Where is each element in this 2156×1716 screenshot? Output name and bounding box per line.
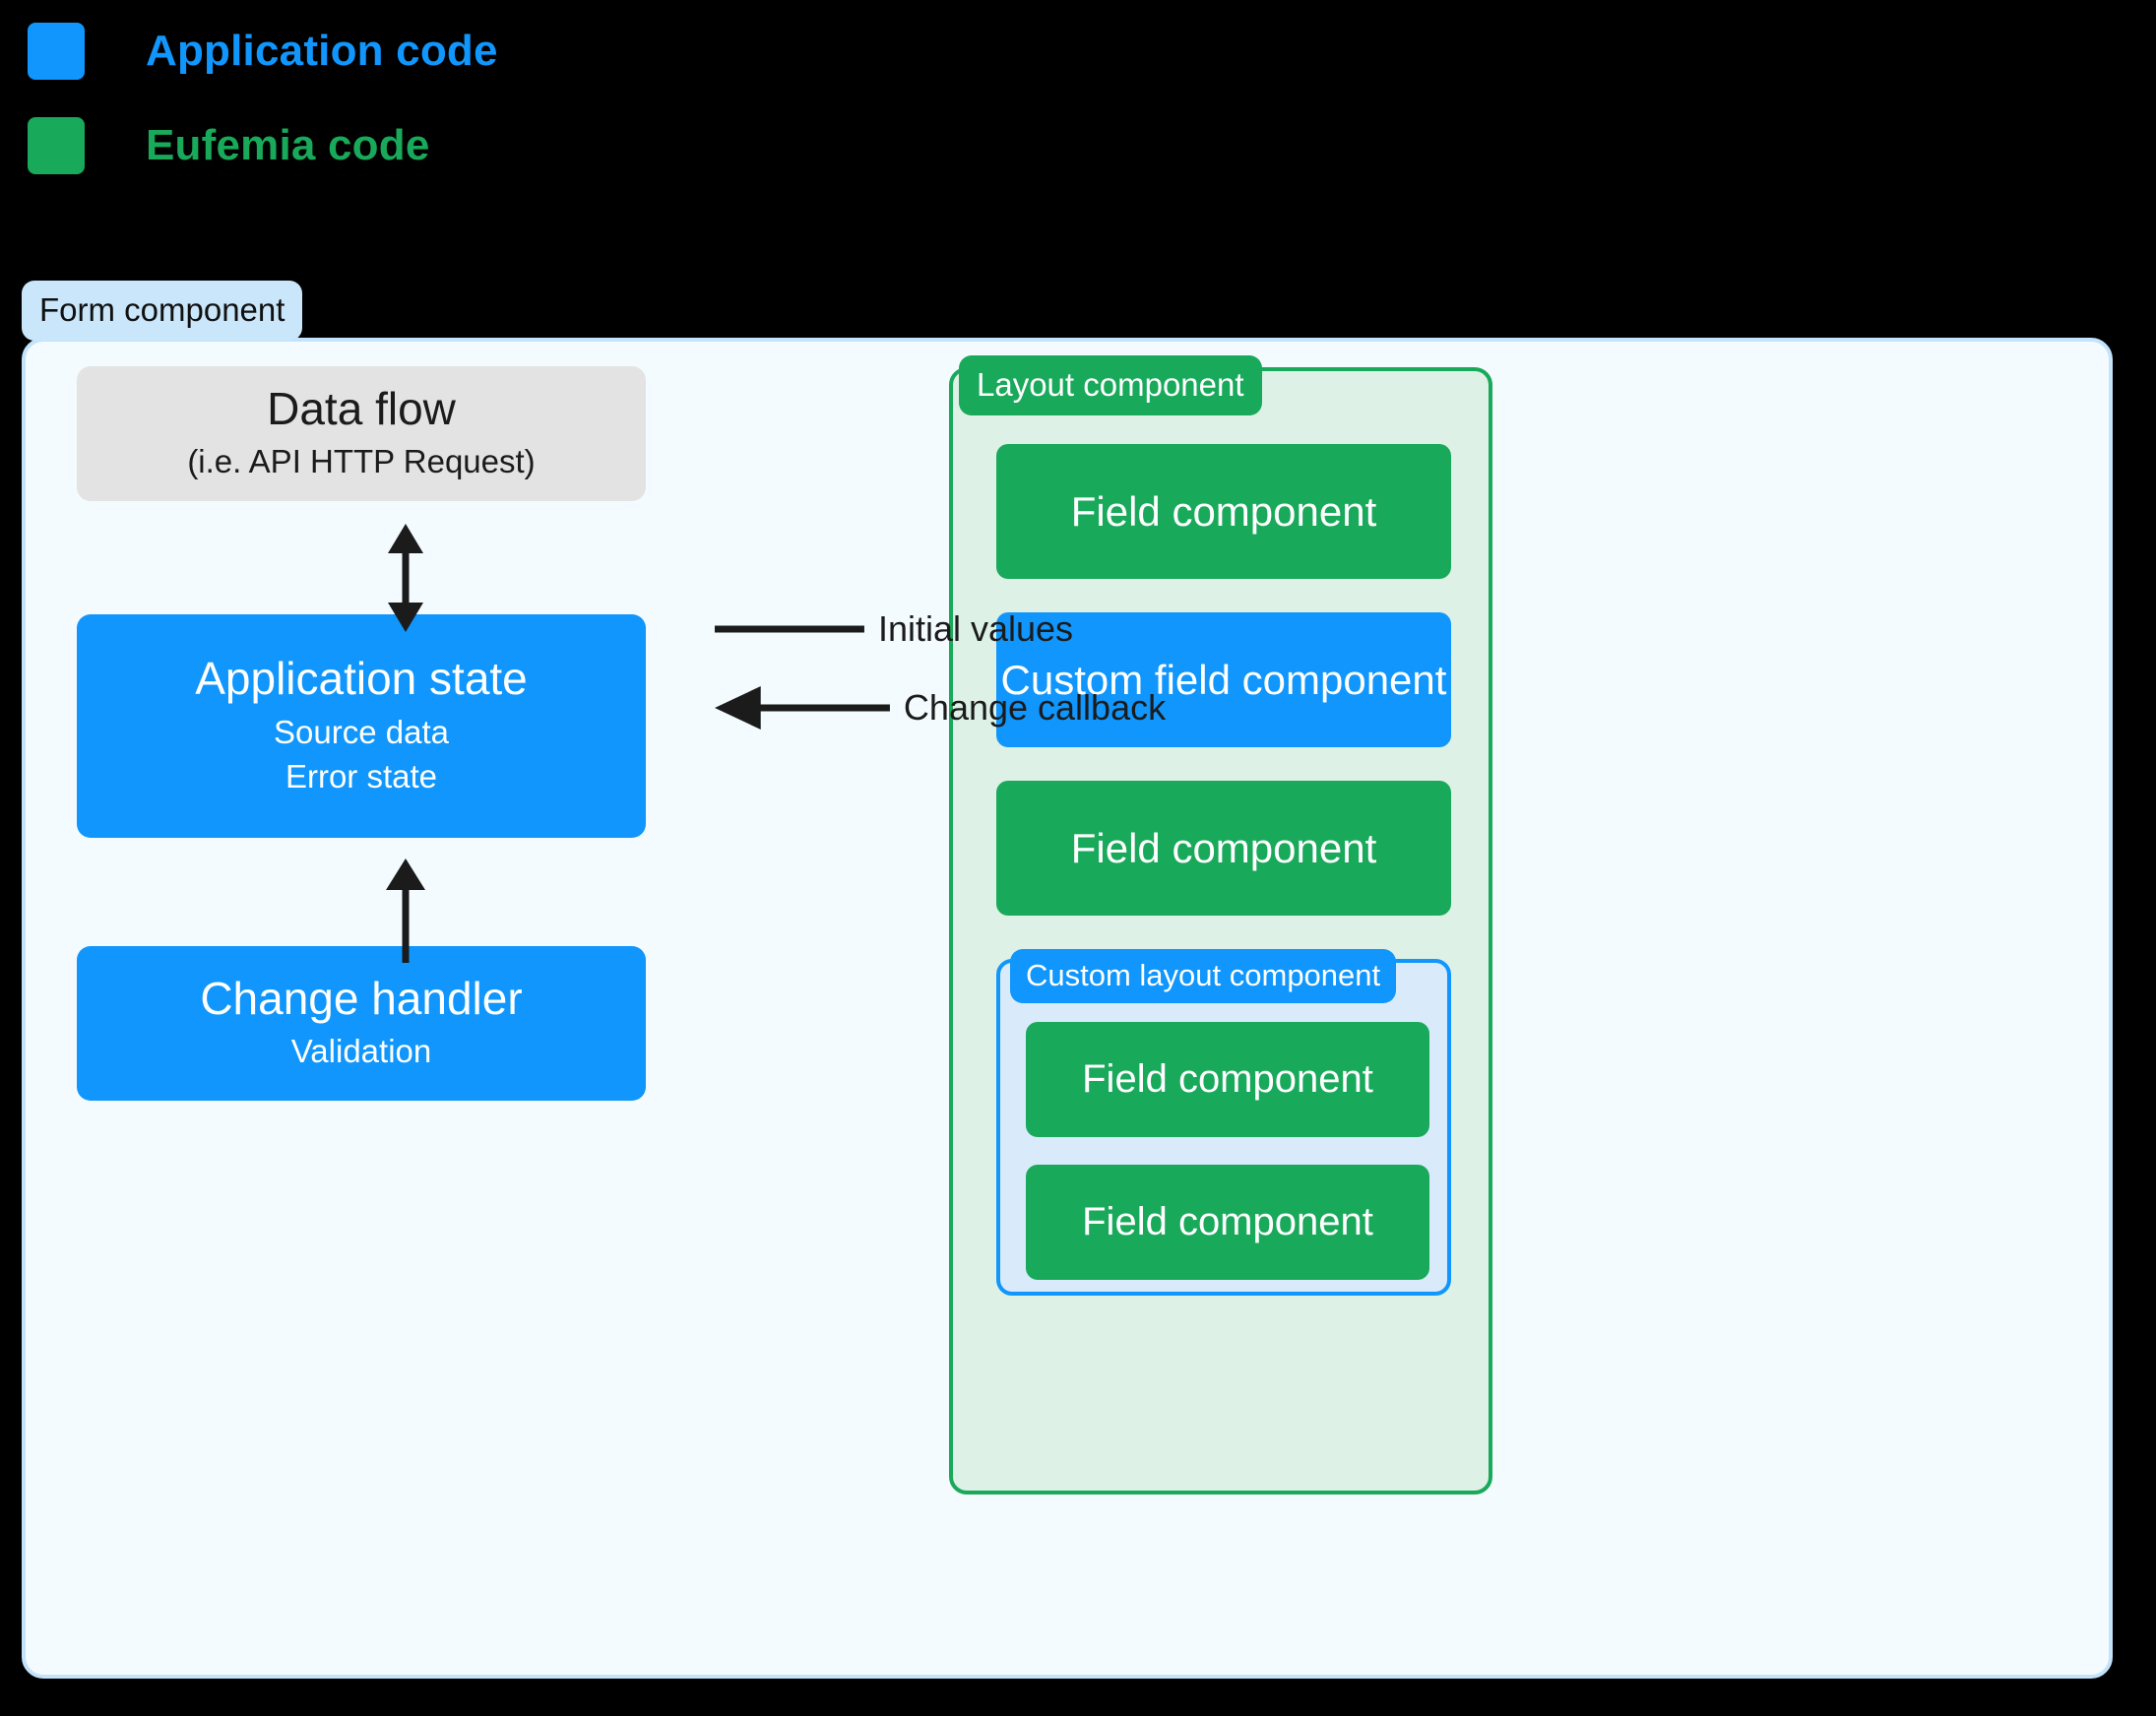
change-handler-box: Change handler Validation [77,946,646,1101]
up-arrow-icon [376,858,435,963]
application-state-error-state: Error state [285,758,438,795]
initial-values-label: Initial values [877,608,1074,649]
double-headed-vertical-arrow-icon [376,524,435,632]
application-state-source-data: Source data [274,713,449,750]
initial-values-line-left [715,600,864,659]
green-square-swatch-icon [28,117,85,174]
custom-layout-component-children: Field component Field component [1026,1022,1429,1280]
legend-item-eufemia-code: Eufemia code [28,112,717,179]
change-callback-arrowhead-left [715,678,890,737]
field-component-box: Field component [996,444,1451,579]
legend-item-application-code: Application code [28,18,717,85]
layout-component-badge: Layout component [959,355,1262,415]
data-flow-box: Data flow (i.e. API HTTP Request) [77,366,646,501]
field-component-box: Field component [1026,1022,1429,1137]
custom-layout-component-panel: Field component Field component [996,959,1451,1296]
field-component-box: Field component [996,781,1451,916]
legend-label-application-code: Application code [146,27,498,75]
layout-component-children: Field component Custom field component F… [996,444,1451,1296]
data-flow-subtitle: (i.e. API HTTP Request) [187,443,536,480]
application-state-box: Application state Source data Error stat… [77,614,646,838]
data-flow-title: Data flow [267,382,456,434]
change-handler-subtitle: Validation [290,1033,432,1070]
form-component-group: Form component Data flow (i.e. API HTTP … [22,281,2117,1688]
custom-field-component-box: Custom field component [996,612,1451,747]
change-handler-title: Change handler [200,972,523,1024]
legend-label-eufemia-code: Eufemia code [146,121,430,169]
form-component-badge: Form component [22,281,303,341]
field-component-box: Field component [1026,1165,1429,1280]
layout-component-group: Layout component Field component Custom … [949,355,1495,1497]
blue-square-swatch-icon [28,23,85,80]
application-code-column: Data flow (i.e. API HTTP Request) Applic… [77,366,658,1101]
custom-layout-component-group: Custom layout component Field component … [996,949,1451,1296]
layout-component-panel: Field component Custom field component F… [949,367,1492,1494]
form-component-panel: Data flow (i.e. API HTTP Request) Applic… [22,338,2113,1679]
change-callback-label: Change callback [903,687,1167,728]
custom-layout-component-badge: Custom layout component [1010,949,1397,1003]
application-state-title: Application state [195,653,528,705]
legend: Application code Eufemia code [28,18,717,207]
